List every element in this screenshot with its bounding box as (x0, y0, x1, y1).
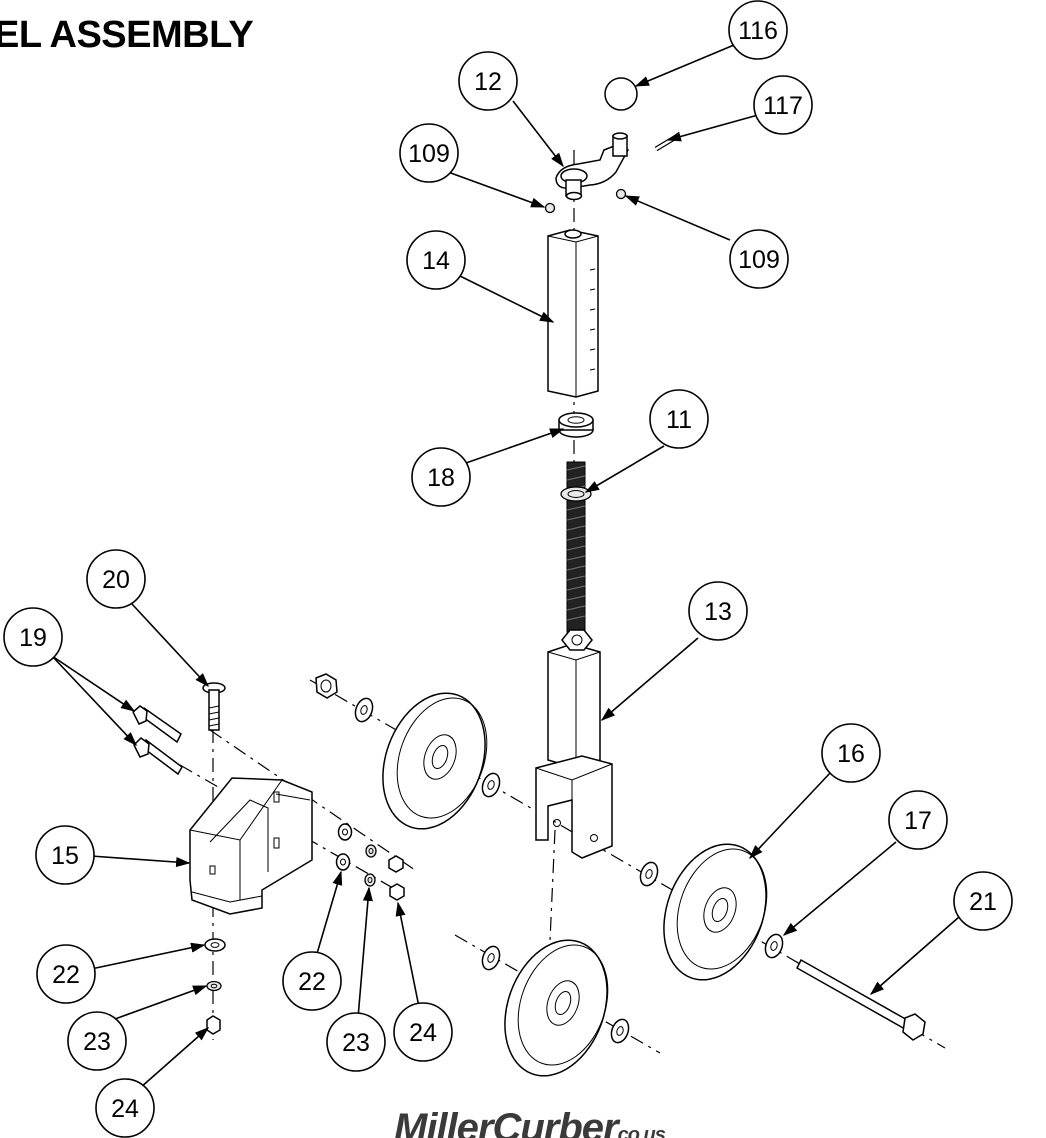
carriage-bolt-part (202, 682, 226, 731)
leader-lines (51, 44, 960, 1089)
callout-15: 15 (35, 825, 95, 885)
svg-text:13: 13 (704, 598, 732, 626)
callout-11: 11 (649, 389, 709, 449)
svg-text:14: 14 (422, 247, 450, 275)
svg-text:16: 16 (837, 740, 865, 768)
hex-bolt-parts (132, 705, 183, 776)
callout-22-left: 22 (36, 944, 96, 1004)
svg-text:19: 19 (19, 624, 47, 652)
callout-17: 17 (888, 790, 948, 850)
bearing-part (558, 412, 594, 438)
wheel-front-right (663, 843, 768, 981)
wheel-bottom (504, 939, 609, 1077)
callout-23-left: 23 (67, 1011, 127, 1071)
brand-logo: MillerCurberco.us (394, 1106, 666, 1138)
mounting-bracket-part (189, 777, 313, 915)
page-title: EL ASSEMBLY (0, 14, 254, 56)
svg-text:15: 15 (51, 842, 79, 870)
callout-24-right: 24 (393, 1002, 453, 1062)
lead-screw-part (560, 461, 592, 633)
svg-text:11: 11 (666, 406, 692, 434)
svg-text:17: 17 (904, 807, 932, 835)
svg-text:109: 109 (408, 140, 450, 168)
svg-text:21: 21 (969, 888, 997, 916)
logo-text: MillerCurber (394, 1106, 619, 1138)
inner-tube-fork-part (535, 629, 613, 859)
callout-21: 21 (953, 871, 1013, 931)
callout-12: 12 (458, 51, 518, 111)
axle-bolt-part (796, 958, 926, 1041)
logo-suffix: co.us (617, 1124, 666, 1138)
small-nut-parts (544, 188, 627, 214)
svg-text:23: 23 (342, 1029, 370, 1057)
callout-16: 16 (821, 723, 881, 783)
axle-washers (354, 697, 784, 1044)
outer-tube-part (547, 229, 599, 398)
callout-18: 18 (411, 447, 471, 507)
callout-117: 117 (753, 75, 813, 135)
bracket-hardware-parts (204, 823, 405, 1035)
axle-nut-part (315, 673, 338, 699)
callout-116: 116 (728, 0, 788, 60)
callout-19: 19 (3, 607, 63, 667)
svg-text:20: 20 (102, 566, 130, 594)
svg-text:22: 22 (298, 968, 326, 996)
callout-13: 13 (688, 581, 748, 641)
crank-handle-part (555, 132, 630, 201)
svg-text:18: 18 (427, 464, 455, 492)
callout-109-right: 109 (729, 229, 789, 289)
svg-text:116: 116 (738, 17, 778, 45)
svg-text:24: 24 (111, 1095, 139, 1123)
svg-text:117: 117 (763, 92, 803, 120)
svg-text:12: 12 (474, 68, 502, 96)
callout-20: 20 (86, 549, 146, 609)
callout-14: 14 (406, 230, 466, 290)
callout-23-right: 23 (326, 1012, 386, 1072)
svg-text:109: 109 (738, 246, 780, 274)
callout-24-left: 24 (95, 1078, 155, 1138)
svg-text:23: 23 (83, 1028, 111, 1056)
wheel-top-left (382, 692, 488, 830)
svg-text:24: 24 (409, 1019, 437, 1047)
knob-ball-part (604, 77, 638, 111)
callout-109-left: 109 (399, 123, 459, 183)
callout-22-right: 22 (282, 951, 342, 1011)
svg-text:22: 22 (52, 961, 80, 989)
